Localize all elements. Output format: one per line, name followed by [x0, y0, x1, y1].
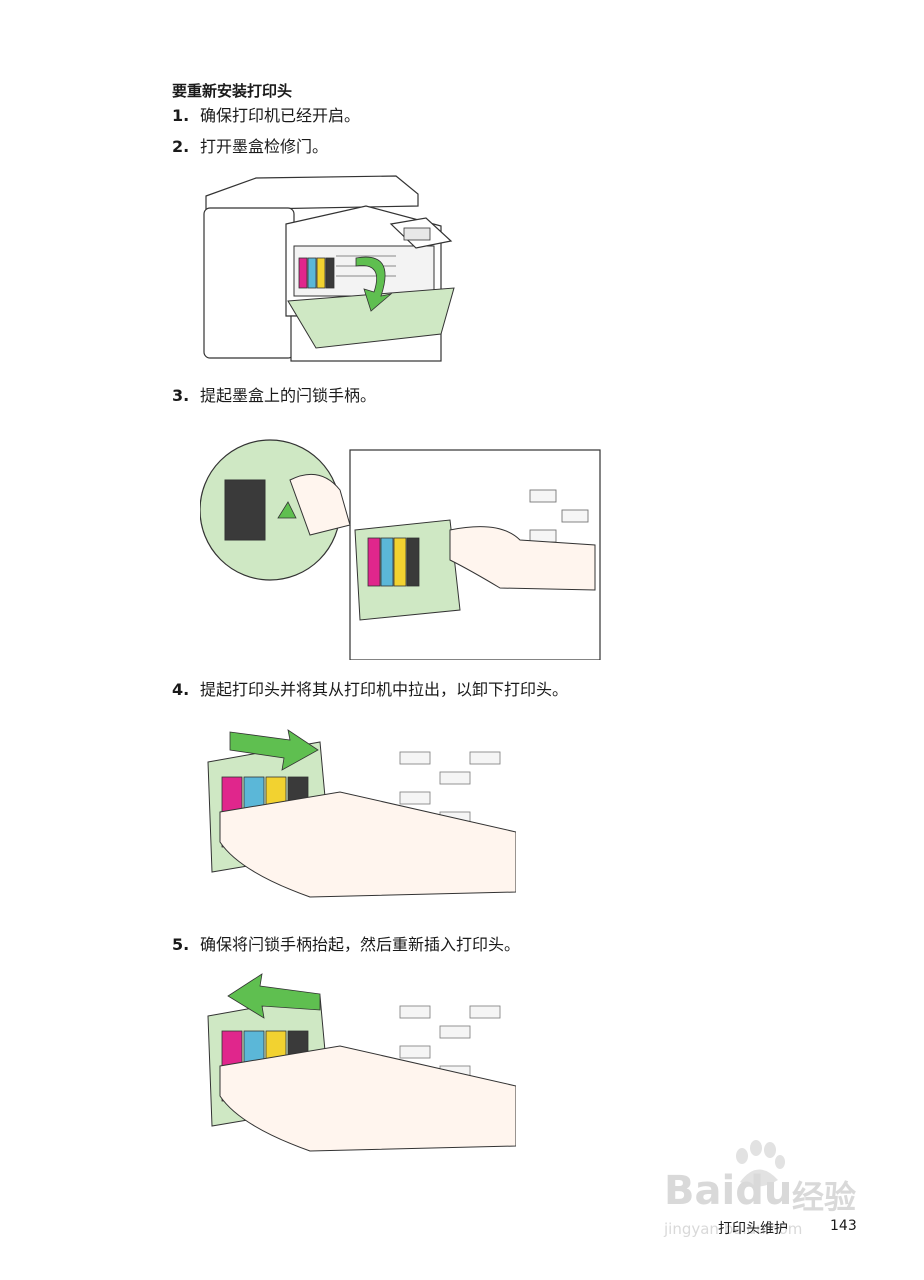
page-number: 143 [830, 1218, 857, 1234]
paw-logo-icon [736, 1140, 785, 1187]
latch-handle-illustration [200, 439, 601, 660]
step-text: 打开墨盒检修门。 [200, 137, 329, 156]
step-2: 2. 打开墨盒检修门。 [172, 137, 328, 157]
step-number: 2. [172, 137, 190, 156]
step-text: 提起打印头并将其从打印机中拉出，以卸下打印头。 [200, 680, 569, 699]
step-4: 4. 提起打印头并将其从打印机中拉出，以卸下打印头。 [172, 680, 568, 700]
reinsert-printhead-illustration [200, 966, 516, 1168]
step-number: 5. [172, 935, 190, 954]
step-text: 提起墨盒上的闩锁手柄。 [200, 386, 377, 405]
step-number: 3. [172, 386, 190, 405]
step-text: 确保将闩锁手柄抬起，然后重新插入打印头。 [200, 935, 521, 954]
step-5: 5. 确保将闩锁手柄抬起，然后重新插入打印头。 [172, 935, 520, 955]
watermark-brand: Baidu [664, 1168, 793, 1214]
step-number: 4. [172, 680, 190, 699]
step-number: 1. [172, 106, 190, 125]
printer-open-door-illustration [203, 175, 455, 362]
watermark-url: jingyan.baidu.com [664, 1220, 803, 1238]
section-heading: 要重新安装打印头 [172, 82, 293, 100]
watermark-product: 经验 [792, 1178, 857, 1216]
step-text: 确保打印机已经开启。 [200, 106, 361, 125]
footer-section-title: 打印头维护 [718, 1221, 788, 1237]
remove-printhead-illustration [200, 712, 516, 914]
step-1: 1. 确保打印机已经开启。 [172, 106, 360, 126]
step-3: 3. 提起墨盒上的闩锁手柄。 [172, 386, 376, 406]
